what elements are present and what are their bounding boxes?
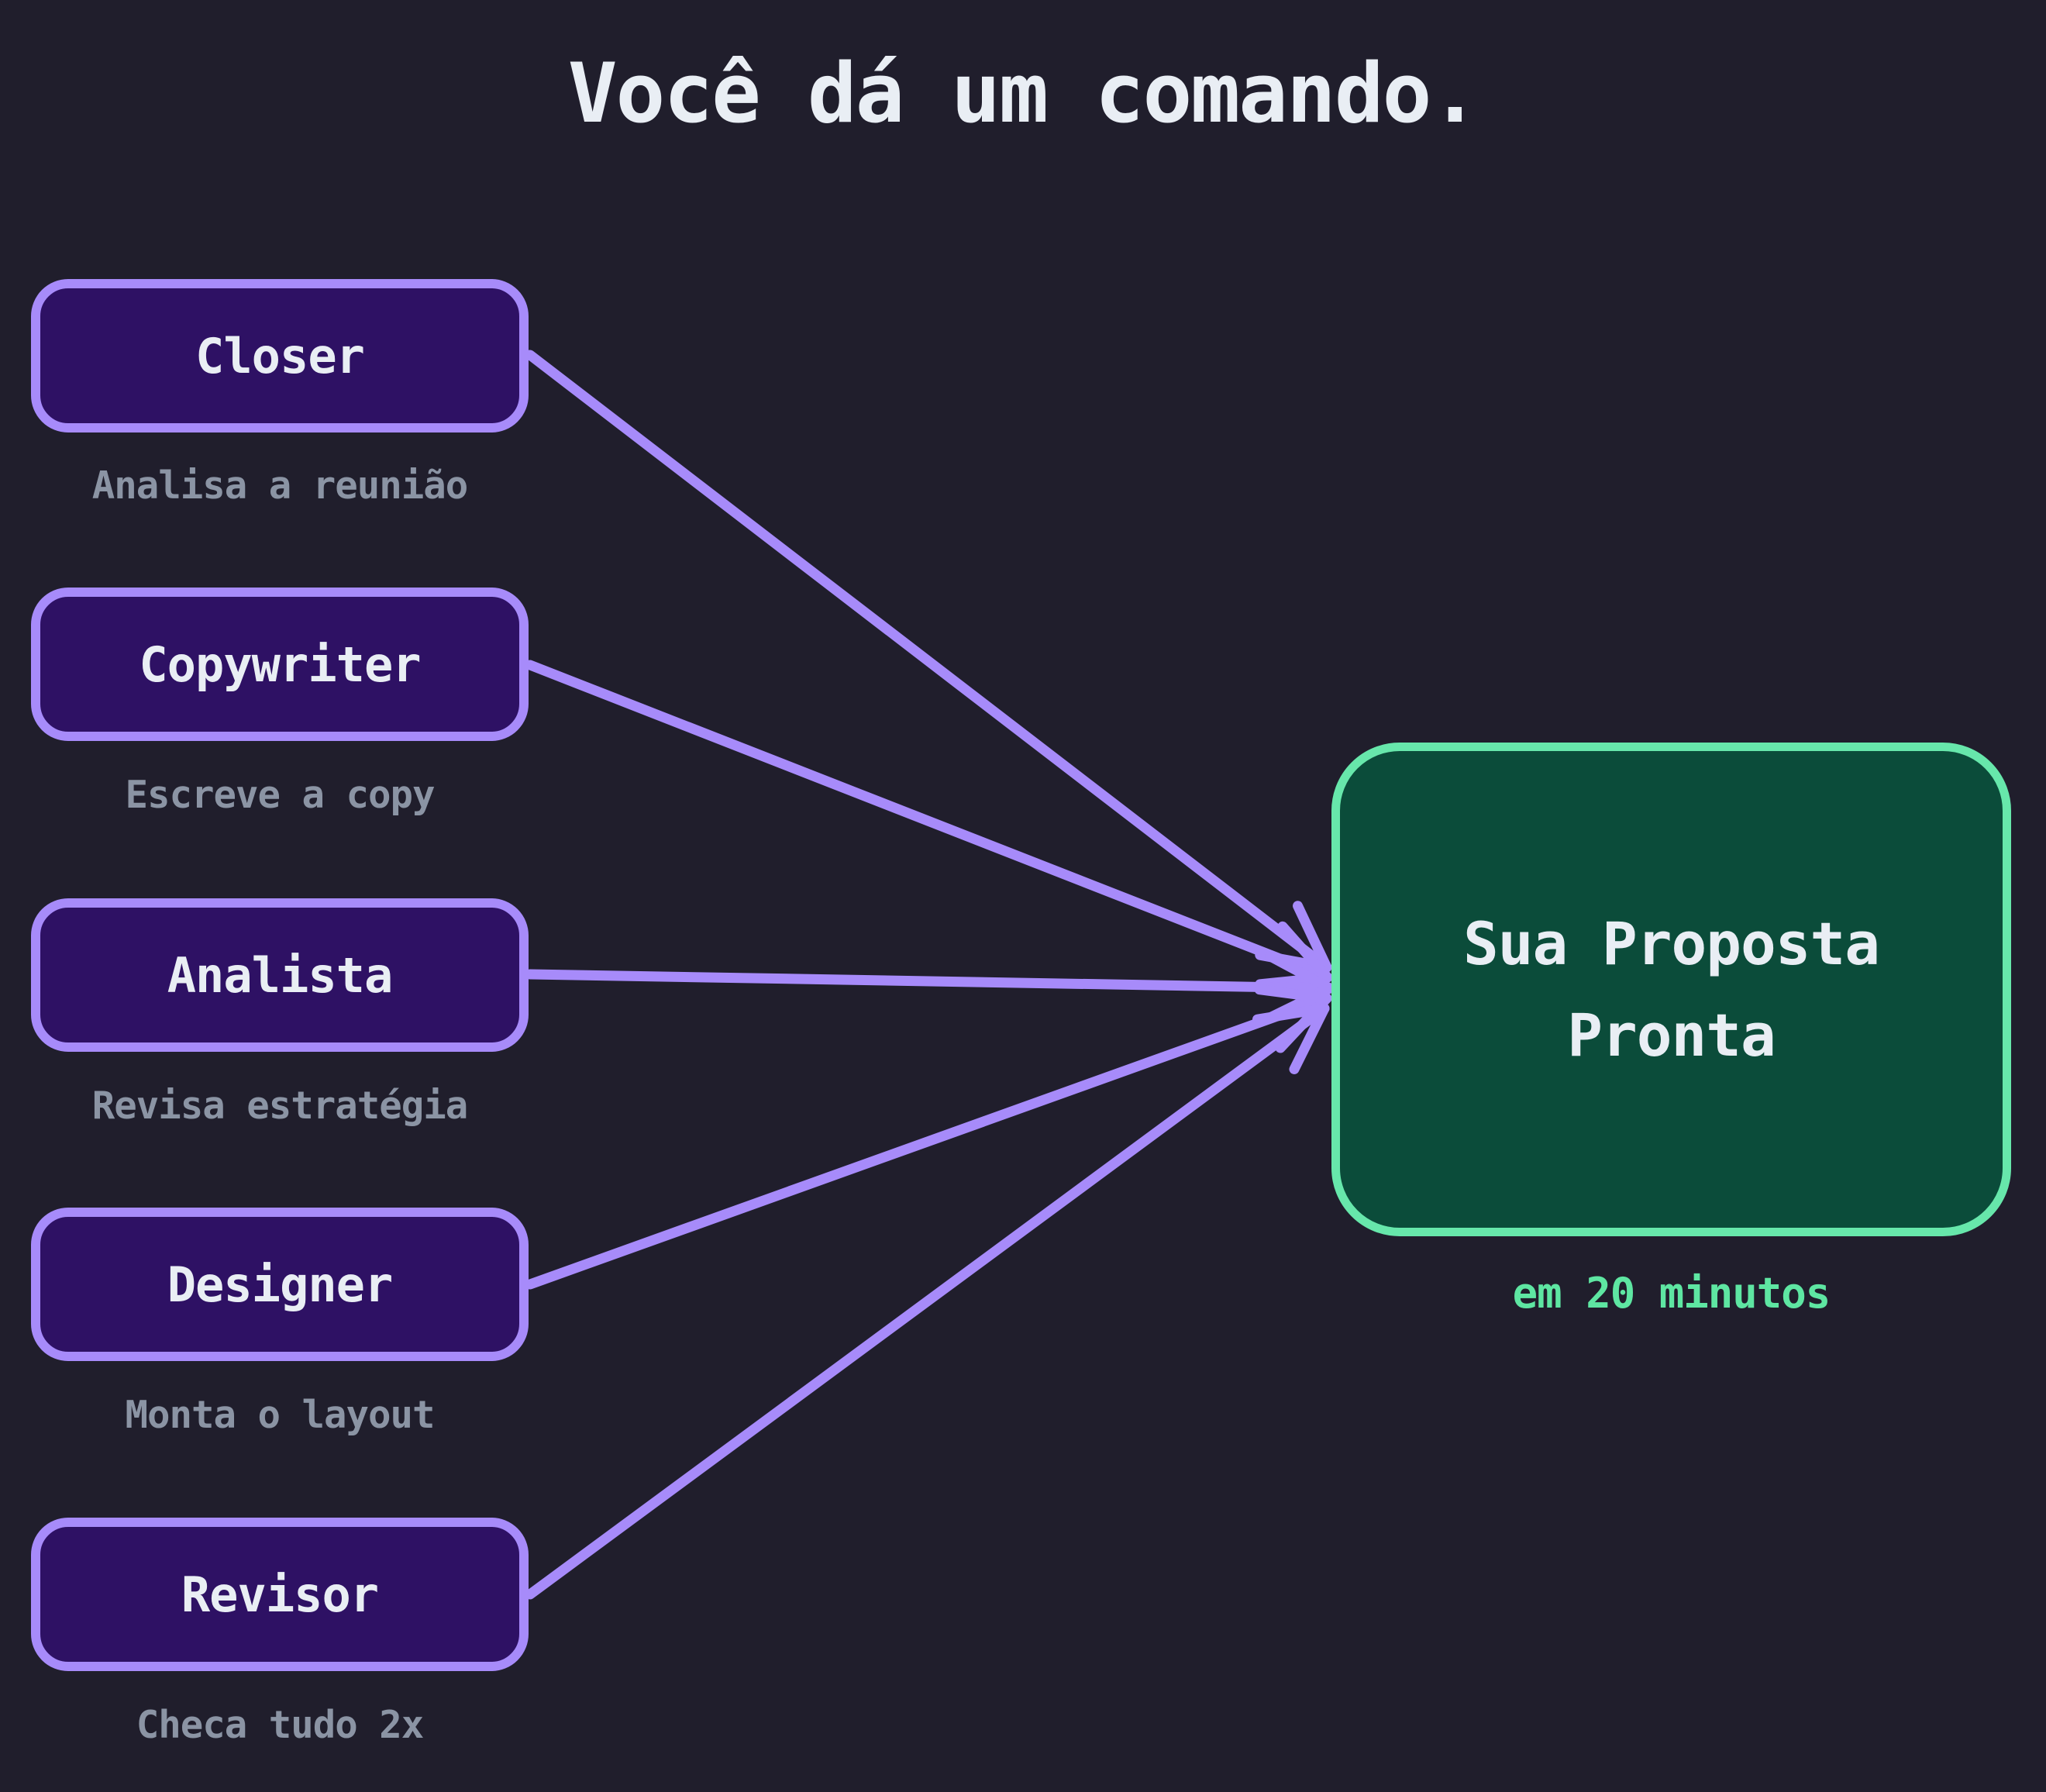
- agent-card-closer-label: Closer: [195, 327, 365, 384]
- agent-card-copywriter: Copywriter: [31, 588, 529, 741]
- agent-card-closer: Closer: [31, 279, 529, 432]
- agent-card-revisor-label: Revisor: [181, 1566, 379, 1623]
- arrow-revisor-to-output: [525, 1003, 1330, 1600]
- page-title: Você dá um comando.: [567, 46, 1480, 141]
- agent-card-revisor: Revisor: [31, 1518, 529, 1671]
- agent-card-closer-description: Analisa a reunião: [91, 464, 469, 508]
- output-card: Sua Proposta Pronta: [1331, 743, 2011, 1236]
- agent-card-designer-label: Designer: [167, 1256, 394, 1313]
- agent-card-analista-label: Analista: [167, 946, 394, 1004]
- arrow-analista-to-output: [525, 951, 1335, 1024]
- agent-card-revisor-description: Checa tudo 2x: [136, 1703, 425, 1747]
- arrow-closer-to-output: [525, 350, 1332, 973]
- arrow-designer-to-output: [525, 984, 1332, 1290]
- agent-card-analista-description: Revisa estratégia: [91, 1084, 469, 1128]
- arrow-copywriter-to-output: [525, 660, 1333, 990]
- agent-card-analista: Analista: [31, 898, 529, 1052]
- agent-card-copywriter-description: Escreve a copy: [125, 773, 435, 817]
- output-card-label-line2: Pronta: [1567, 1000, 1776, 1070]
- output-card-label-line1: Sua Proposta: [1462, 908, 1880, 978]
- output-caption: em 20 minutos: [1512, 1269, 1831, 1318]
- agent-card-designer-description: Monta o layout: [125, 1393, 435, 1437]
- agent-card-designer: Designer: [31, 1208, 529, 1361]
- agent-card-copywriter-label: Copywriter: [139, 636, 421, 693]
